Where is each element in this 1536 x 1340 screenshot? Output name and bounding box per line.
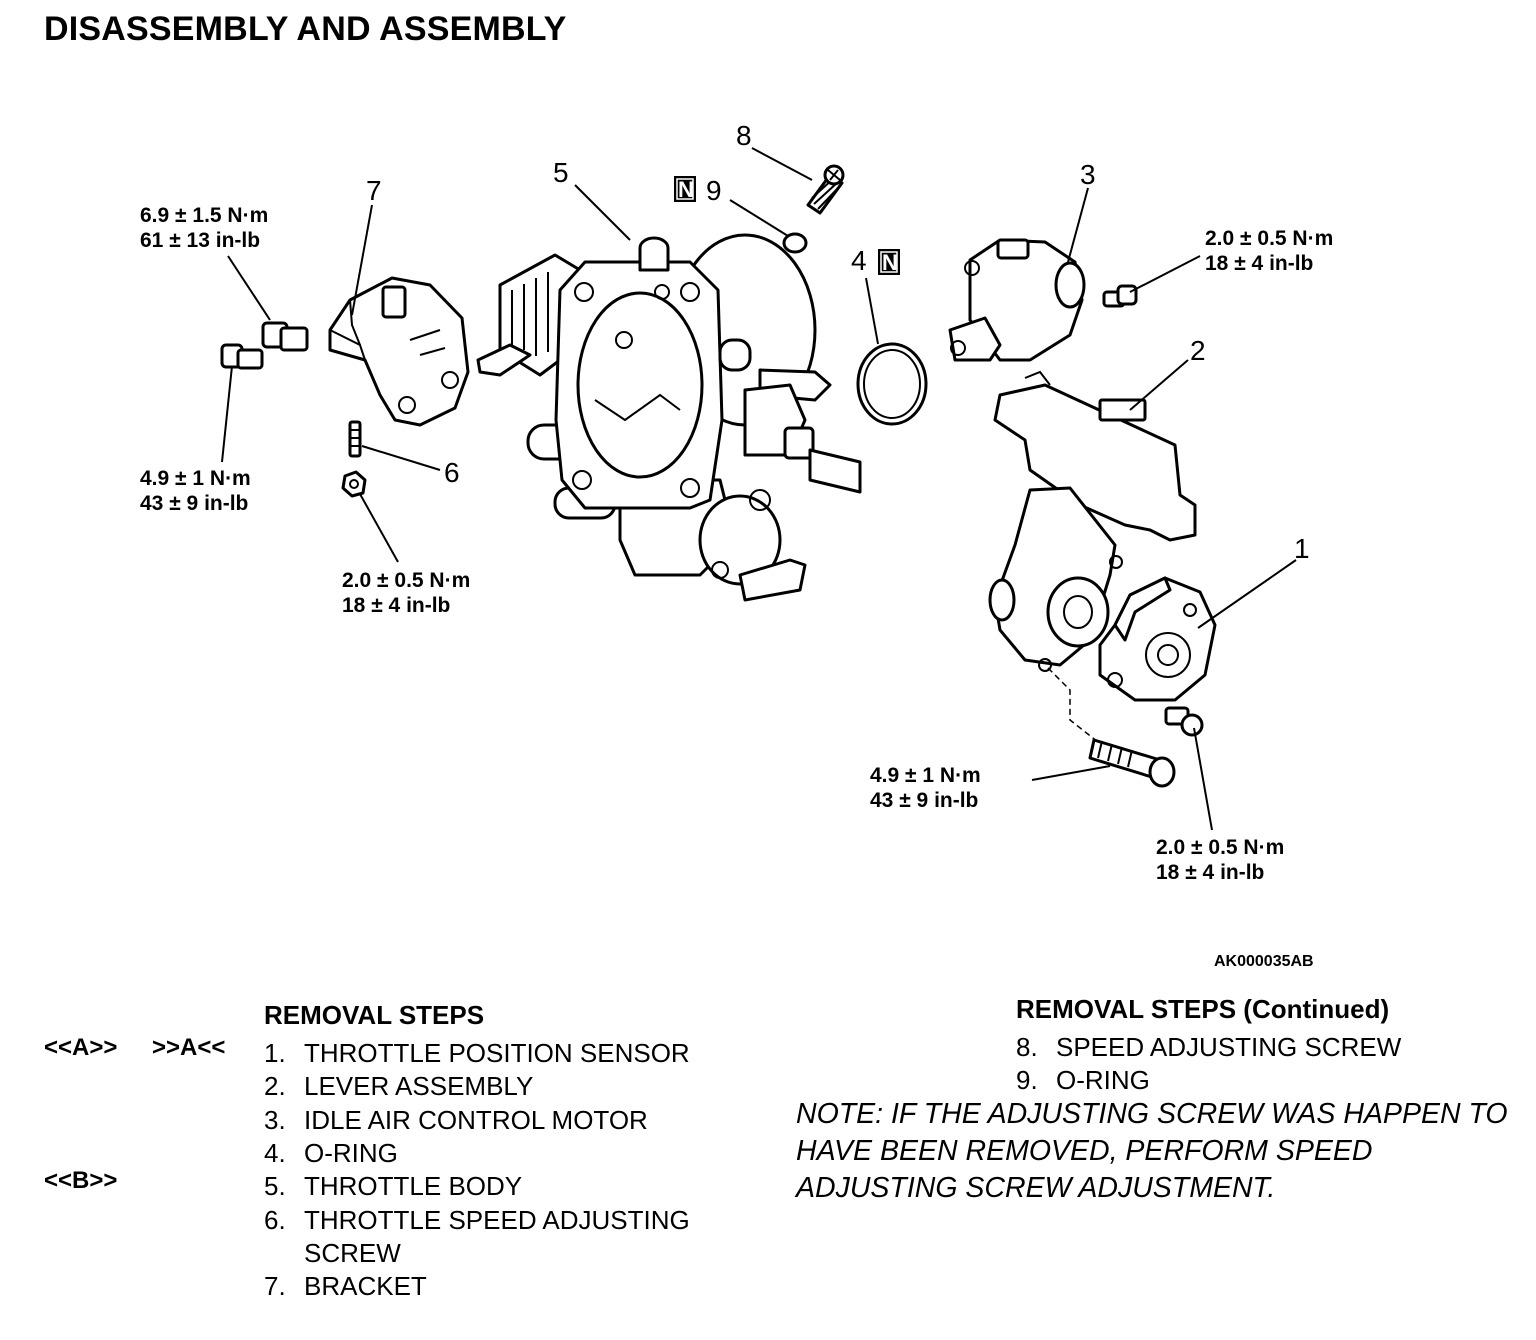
callout-2: 2 [1190, 335, 1206, 366]
iac-motor-screw [1102, 284, 1138, 308]
torque-tps-screw-metric: 2.0 ± 0.5 N·m [1156, 836, 1284, 859]
figure-id: AK000035AB [1214, 953, 1314, 970]
removal-steps: REMOVAL STEPS 1.THROTTLE POSITION SENSOR… [264, 1000, 690, 1303]
torque-bracket-bolt-imperial: 61 ± 13 in-lb [140, 229, 260, 252]
torque-iac-motor-screw-metric: 2.0 ± 0.5 N·m [1205, 227, 1333, 250]
removal-steps-continued: REMOVAL STEPS (Continued) 8.SPEED ADJUST… [1016, 994, 1401, 1098]
speed-adjusting-screw-part-8 [806, 164, 845, 215]
torque-specs: 6.9 ± 1.5 N·m 61 ± 13 in-lb 4.9 ± 1 N·m … [140, 204, 1333, 884]
torque-speed-screw-nut-metric: 2.0 ± 0.5 N·m [342, 569, 470, 592]
bracket-lower-bolt [220, 343, 264, 370]
removal-step-1: 1.THROTTLE POSITION SENSOR [264, 1038, 690, 1069]
removal-step-4: 4.O-RING [264, 1138, 398, 1169]
torque-lever-bolt-imperial: 43 ± 9 in-lb [870, 789, 978, 812]
torque-tps-screw-imperial: 18 ± 4 in-lb [1156, 861, 1264, 884]
callout-4: 4 [851, 245, 867, 276]
removal-step-3: 3.IDLE AIR CONTROL MOTOR [264, 1104, 648, 1135]
new-part-mark-9-letter: N [678, 177, 694, 202]
o-ring-part-4 [856, 342, 928, 426]
callout-6: 6 [444, 457, 460, 488]
torque-speed-screw-nut-imperial: 18 ± 4 in-lb [342, 594, 450, 617]
torque-bracket-lower-bolt-imperial: 43 ± 9 in-lb [140, 492, 248, 515]
removal-steps-continued-heading: REMOVAL STEPS (Continued) [1016, 994, 1390, 1024]
torque-bracket-lower-bolt-metric: 4.9 ± 1 N·m [140, 467, 251, 490]
page-title: DISASSEMBLY AND ASSEMBLY [44, 10, 567, 48]
speed-adjusting-screw-part-6 [341, 420, 367, 498]
callout-1: 1 [1294, 533, 1310, 564]
removal-step-6-continued: SCREW [304, 1237, 401, 1268]
code-step1-removal: <<A>> [44, 1034, 118, 1061]
bracket-part-7 [328, 276, 470, 427]
torque-lever-bolt-metric: 4.9 ± 1 N·m [870, 764, 981, 787]
removal-step-7: 7.BRACKET [264, 1271, 427, 1302]
code-step5-removal: <<B>> [44, 1167, 118, 1194]
removal-step-9: 9.O-RING [1016, 1065, 1150, 1096]
tps-screw [1164, 706, 1204, 737]
idle-air-control-motor-part-3 [948, 238, 1086, 362]
throttle-body-part-5 [476, 233, 862, 602]
removal-step-6: 6.THROTTLE SPEED ADJUSTING [264, 1204, 690, 1235]
torque-bracket-bolt-metric: 6.9 ± 1.5 N·m [140, 204, 268, 227]
callout-7: 7 [366, 175, 382, 206]
exploded-view-diagram: 1 2 3 4 5 6 7 8 9 N N 6.9 ± 1.5 N·m 61 ±… [140, 120, 1333, 970]
removal-step-2: 2.LEVER ASSEMBLY [264, 1071, 534, 1102]
lever-assembly-part-2 [988, 370, 1197, 672]
callout-9: 9 [706, 175, 722, 206]
callout-8: 8 [736, 120, 752, 151]
throttle-position-sensor-part-1 [1098, 576, 1217, 702]
removal-step-5: 5.THROTTLE BODY [264, 1171, 523, 1202]
torque-iac-motor-screw-imperial: 18 ± 4 in-lb [1205, 252, 1313, 275]
new-part-mark-9: N [674, 176, 696, 202]
leader-lines [221, 147, 1297, 831]
new-part-mark-4-letter: N [882, 250, 898, 275]
callout-3: 3 [1080, 159, 1096, 190]
code-step1-installation: >>A<< [152, 1034, 226, 1061]
bracket-bolt [261, 321, 309, 352]
adjustment-note: NOTE: IF THE ADJUSTING SCREW WAS HAPPEN … [796, 1098, 1508, 1204]
o-ring-part-9 [782, 232, 808, 254]
removal-steps-heading: REMOVAL STEPS [264, 1000, 485, 1030]
removal-step-8: 8.SPEED ADJUSTING SCREW [1016, 1032, 1402, 1063]
callout-5: 5 [553, 157, 569, 188]
lever-bolt [1088, 738, 1176, 788]
new-part-mark-4: N [878, 249, 900, 275]
callouts: 1 2 3 4 5 6 7 8 9 N N [366, 120, 1310, 564]
